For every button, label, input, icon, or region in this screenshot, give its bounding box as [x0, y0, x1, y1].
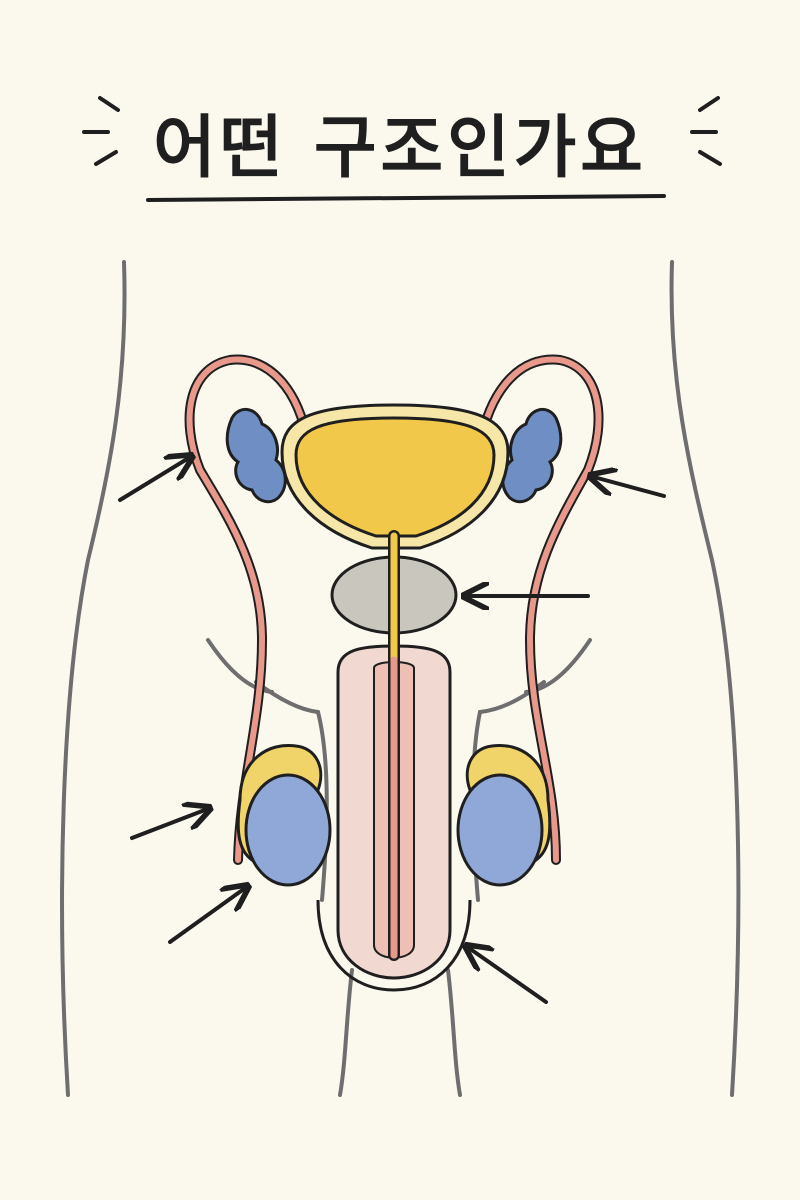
title-area: 어떤 구조인가요 — [0, 70, 800, 210]
seminal-vesicle-right — [501, 408, 563, 504]
page-title: 어떤 구조인가요 — [153, 109, 647, 188]
seminal-vesicle-left — [225, 408, 287, 504]
shaft — [316, 644, 472, 992]
bladder — [280, 403, 510, 550]
title-underline — [146, 194, 666, 202]
sparkle-mark-left — [82, 96, 120, 166]
testis-right — [456, 743, 552, 887]
arrow — [590, 476, 666, 498]
arrow — [466, 946, 548, 1004]
vas-deferens-left — [184, 354, 313, 865]
sparkle-mark-right — [690, 96, 722, 166]
vas-deferens-right — [475, 354, 604, 865]
arrow — [118, 456, 192, 502]
testis-left — [236, 743, 332, 887]
arrow — [130, 808, 210, 840]
arrow — [168, 886, 248, 944]
